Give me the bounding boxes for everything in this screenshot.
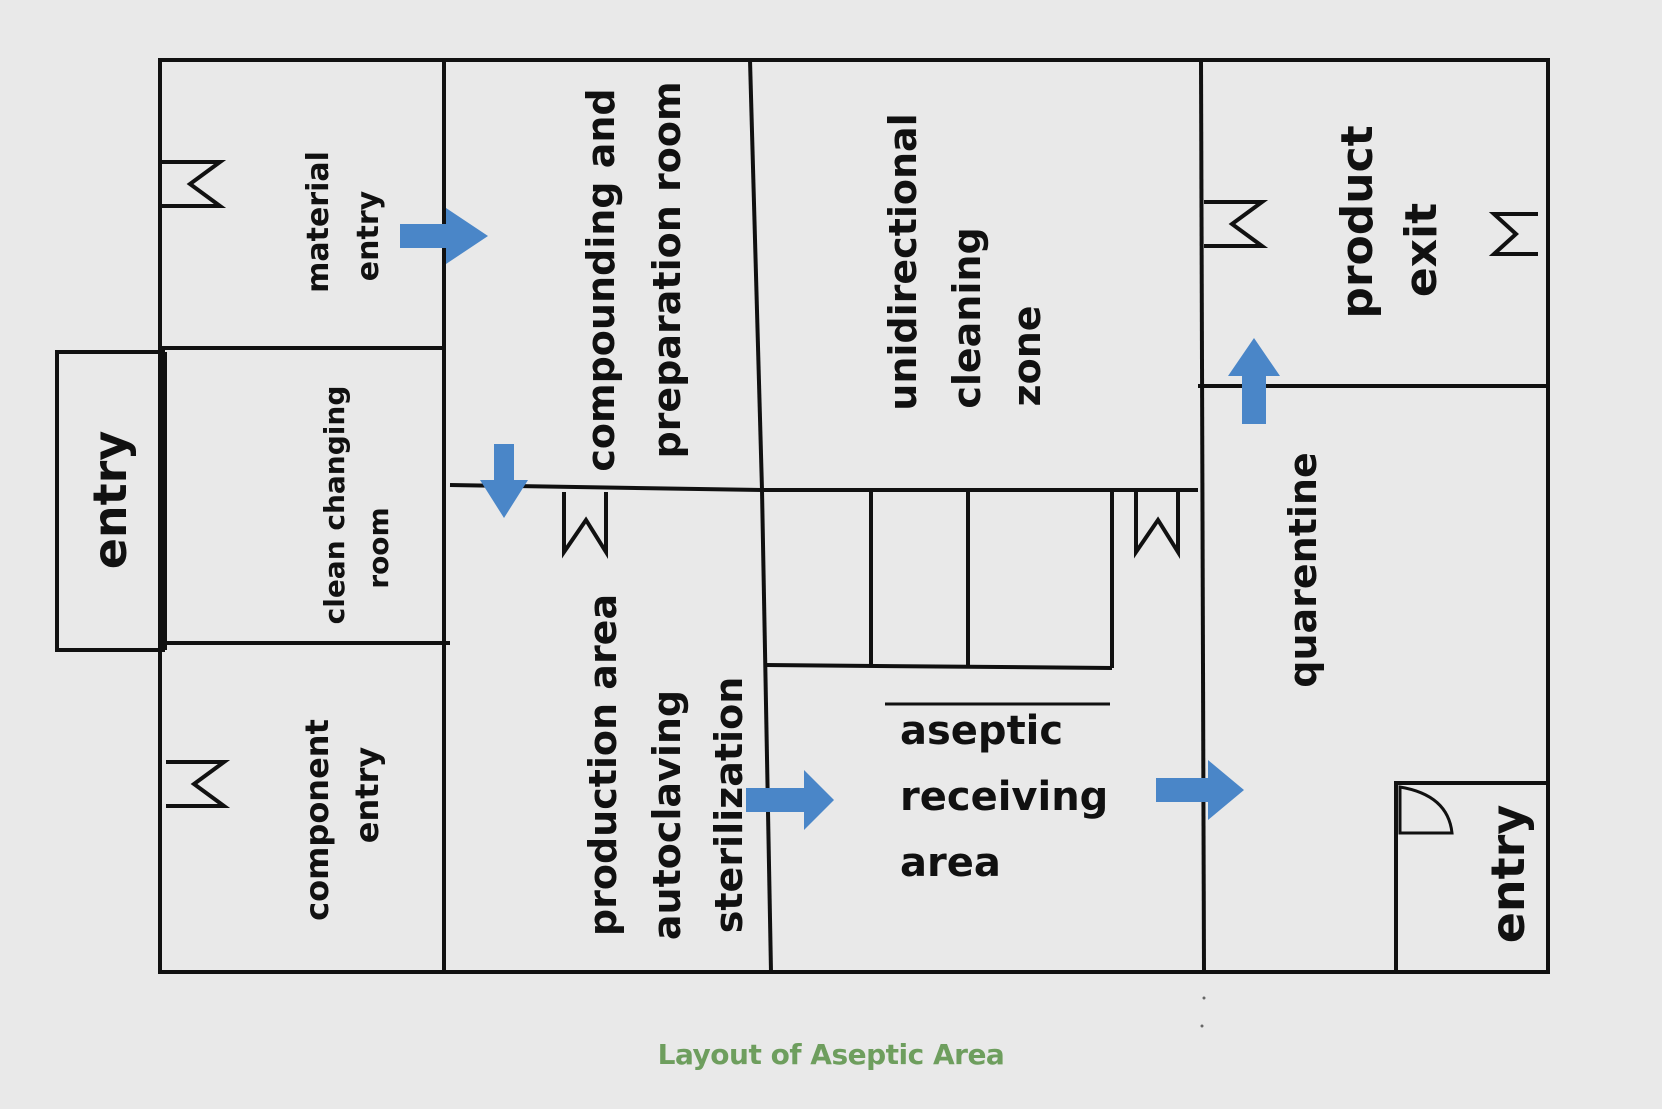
label-compounding-1: compounding and (579, 88, 623, 471)
arrow-production-to-aseptic (746, 770, 834, 830)
label-entry-left: entry (83, 431, 137, 570)
wall-col-2-top (748, 59, 764, 491)
m-symbol-stall (1134, 492, 1180, 559)
label-quarantine: quarentine (1281, 452, 1325, 687)
wall-col-2-bottom (760, 489, 773, 973)
arrow-compounding-to-production (480, 444, 528, 518)
label-component-entry-1: component (298, 719, 336, 921)
label-entry-right: entry (1481, 805, 1535, 944)
label-unidirectional-1: unidirectional (881, 113, 925, 410)
arrow-quarantine-to-exit (1228, 338, 1280, 424)
label-material-entry-1: material (301, 151, 336, 293)
m-symbol-exit-right (1488, 212, 1538, 256)
label-product-exit-1: product (1332, 125, 1383, 318)
label-production-2: autoclaving (645, 690, 689, 940)
label-aseptic-3: area (900, 840, 1001, 886)
arrow-aseptic-to-quarantine (1156, 760, 1244, 820)
label-product-exit-2: exit (1396, 203, 1447, 297)
m-symbol-material (162, 160, 227, 208)
diagram-caption: Layout of Aseptic Area (657, 1038, 1005, 1071)
label-unidirectional-3: zone (1005, 305, 1049, 406)
entry-right-box (1394, 781, 1550, 974)
m-symbol-exit-left (1204, 200, 1269, 248)
arrow-material-to-compounding (400, 208, 488, 264)
speck-1 (1202, 996, 1206, 1000)
label-production-3: sterilization (707, 677, 751, 933)
label-material-entry-2: entry (351, 190, 386, 281)
door-swing-icon (1398, 785, 1454, 835)
label-aseptic-1: aseptic (900, 708, 1063, 754)
label-clean-changing-1: clean changing (318, 386, 351, 625)
m-symbol-production (562, 492, 608, 559)
m-symbol-component (166, 760, 231, 808)
speck-2 (1200, 1024, 1204, 1028)
label-production-1: production area (581, 594, 625, 936)
label-unidirectional-2: cleaning (945, 227, 989, 408)
wall-col-3 (1199, 59, 1206, 973)
label-compounding-2: preparation room (645, 81, 689, 458)
label-aseptic-2: receiving (900, 774, 1108, 820)
wall-aseptic-top (765, 663, 1113, 670)
label-component-entry-2: entry (348, 747, 386, 844)
label-clean-changing-2: room (362, 507, 395, 588)
